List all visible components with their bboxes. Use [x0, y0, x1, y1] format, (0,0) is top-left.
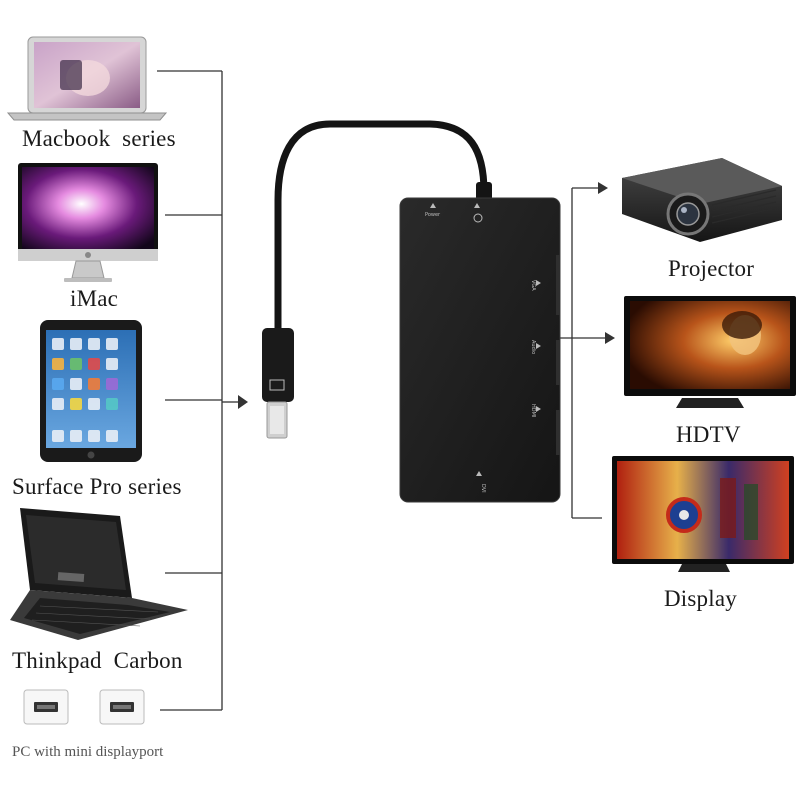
imac-desktop-monitor-icon: [18, 163, 158, 282]
port-label-vga: VGA: [530, 280, 536, 291]
display-monitor-icon: [612, 456, 794, 572]
arrow-to-hdtv-icon: [605, 332, 615, 344]
surface-tablet-icon: [40, 320, 142, 462]
thinkpad-label: Thinkpad Carbon: [12, 648, 183, 673]
projector-icon: [622, 158, 782, 242]
mini-displayport-port-icon: [23, 689, 145, 725]
macbook-laptop-icon: [6, 36, 168, 121]
hdtv-label: HDTV: [676, 422, 741, 447]
arrow-to-projector-icon: [598, 182, 608, 194]
source-connector-lines: [157, 70, 238, 711]
port-label-power: Power: [425, 212, 441, 218]
hdtv-icon: [624, 296, 796, 408]
projector-label: Projector: [668, 256, 755, 281]
imac-label: iMac: [70, 286, 119, 311]
adapter-box: [399, 197, 561, 503]
surface-pro-label: Surface Pro series: [12, 474, 182, 499]
macbook-label: Macbook series: [22, 126, 176, 151]
port-label-dvi: DVI: [480, 484, 486, 493]
thinkpad-laptop-icon: [10, 508, 188, 640]
adapter-cable: [262, 120, 492, 439]
arrow-to-adapter-icon: [238, 395, 248, 409]
output-connector-lines: [560, 187, 605, 519]
port-label-hdmi: HDMI: [530, 404, 536, 417]
port-label-audio: Audio: [530, 340, 536, 354]
mini-displayport-footnote: PC with mini displayport: [12, 744, 164, 760]
display-label: Display: [664, 586, 737, 611]
